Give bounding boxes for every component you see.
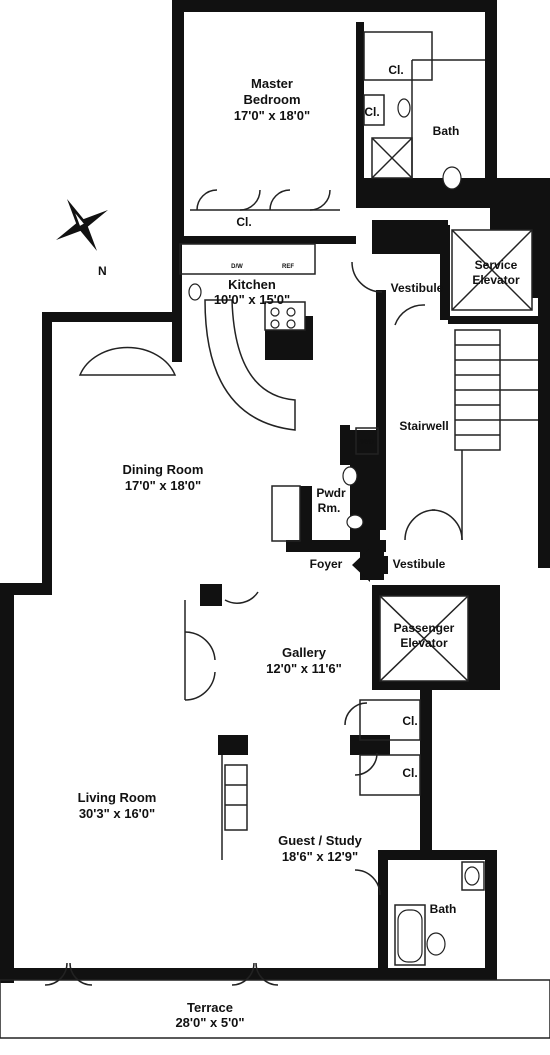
powder-sink [346, 514, 364, 530]
vestibule-bottom-label: Vestibule [393, 557, 446, 571]
guest-study-dims: 18'6" x 12'9" [282, 849, 358, 864]
powder-room-label-2: Rm. [318, 501, 341, 515]
service-elevator-shaft [451, 229, 533, 311]
room-labels: Master Bedroom 17'0" x 18'0" Cl. Cl. Bat… [78, 63, 520, 1030]
master-bedroom-label-2: Bedroom [243, 92, 300, 107]
living-room-label: Living Room [78, 790, 157, 805]
master-bedroom-dims: 17'0" x 18'0" [234, 108, 310, 123]
gallery-label: Gallery [282, 645, 327, 660]
powder-room-label: Pwdr [316, 486, 346, 500]
bedroom-closet-label: Cl. [236, 215, 251, 229]
dining-room-dims: 17'0" x 18'0" [125, 478, 201, 493]
guest-tub [397, 909, 423, 963]
passenger-elevator-label: Passenger [394, 621, 455, 635]
vestibule-top-label: Vestibule [391, 281, 444, 295]
terrace-label: Terrace [187, 1000, 233, 1015]
gallery-dims: 12'0" x 11'6" [266, 661, 342, 676]
master-closet-2-label: Cl. [364, 105, 379, 119]
walls [0, 0, 550, 983]
service-elevator-label-2: Elevator [472, 273, 520, 287]
washer-dryer-label: W/D [360, 439, 374, 446]
stairwell-label: Stairwell [399, 419, 448, 433]
entry-arrow-icon [352, 548, 388, 582]
kitchen-sink [188, 283, 202, 301]
compass-rose-icon [56, 199, 108, 251]
dishwasher-label: D/W [231, 264, 243, 270]
master-toilet [442, 166, 462, 190]
service-elevator-label: Service [475, 258, 518, 272]
master-bedroom-label: Master [251, 76, 293, 91]
master-bath-label: Bath [433, 124, 460, 138]
gallery-closet-1-label: Cl. [402, 714, 417, 728]
compass-north-label: N [98, 264, 107, 278]
living-room-dims: 30'3" x 16'0" [79, 806, 155, 821]
master-sink [397, 98, 411, 118]
stove-burner [270, 307, 280, 317]
powder-toilet [342, 466, 358, 486]
passenger-elevator-shaft [379, 595, 469, 682]
dining-room-label: Dining Room [123, 462, 204, 477]
guest-bath-label: Bath [430, 902, 457, 916]
guest-sink [464, 866, 480, 886]
terrace-dims: 28'0" x 5'0" [175, 1015, 244, 1030]
fixtures [188, 98, 480, 963]
kitchen-label: Kitchen [228, 277, 276, 292]
passenger-elevator-label-2: Elevator [400, 636, 448, 650]
gallery-closet-2-label: Cl. [402, 766, 417, 780]
refrigerator-label: REF [282, 264, 294, 270]
kitchen-dims: 10'0" x 15'0" [214, 292, 290, 307]
foyer-label: Foyer [310, 557, 343, 571]
master-closet-1-label: Cl. [388, 63, 403, 77]
guest-study-label: Guest / Study [278, 833, 363, 848]
guest-toilet [426, 932, 446, 956]
